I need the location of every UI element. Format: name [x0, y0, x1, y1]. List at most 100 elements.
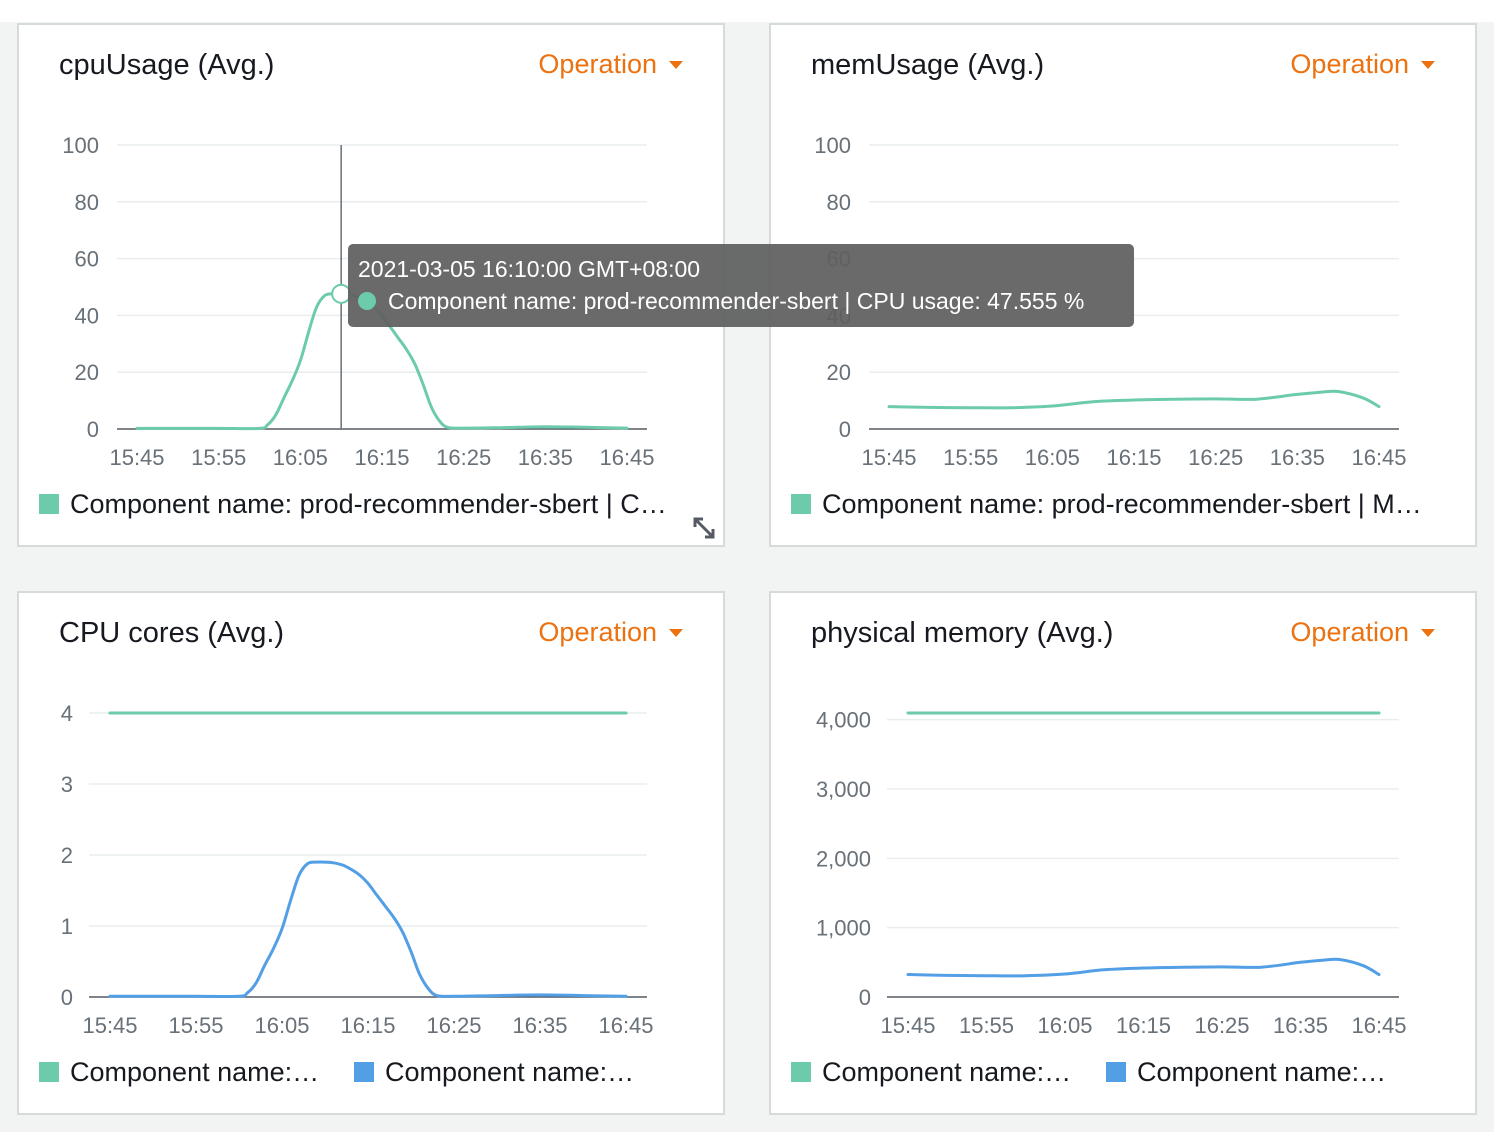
series-line-1	[887, 389, 1381, 410]
x-tick-label: 16:45	[1351, 1013, 1406, 1038]
y-tick-label: 0	[859, 985, 871, 1010]
legend: Component name: prod-recommender-sbert |…	[791, 1055, 1421, 1089]
x-tick-label: 16:25	[1188, 445, 1243, 470]
cpu-cores-chart[interactable]: 0 1 2 3 4 15:45 15:55 16:05 16:15 16:25 16:35 16:45	[19, 593, 723, 1113]
y-tick-label: 40	[75, 303, 99, 328]
cpu-cores-panel: CPU cores (Avg.) Operation 0 1 2 3 4 15:45 15:…	[17, 591, 725, 1115]
legend-label: Component name: prod-recommender-sbert |…	[822, 488, 1432, 519]
physical-memory-panel: physical memory (Avg.) Operation 0 1,000 2…	[769, 591, 1477, 1115]
resize-icon[interactable]	[691, 515, 717, 541]
x-tick-label: 16:05	[1025, 445, 1080, 470]
series-line-2	[906, 957, 1381, 978]
y-tick-label: 0	[87, 417, 99, 442]
operation-dropdown[interactable]: Operation	[538, 617, 683, 648]
legend-item[interactable]: Component name: prod-recommender-sbert |…	[1106, 1057, 1391, 1088]
caret-down-icon	[669, 60, 683, 69]
legend-label: Component name: prod-recommender-sbert |…	[822, 1056, 1076, 1087]
x-tick-label: 16:25	[1194, 1013, 1249, 1038]
y-tick-label: 1	[61, 914, 73, 939]
y-tick-label: 0	[61, 985, 73, 1010]
y-tick-label: 2	[61, 843, 73, 868]
y-tick-label: 4	[61, 701, 73, 726]
x-tick-label: 15:45	[861, 445, 916, 470]
legend-label: Component name: prod-recommender-sbert |…	[1137, 1056, 1391, 1087]
y-tick-label: 4,000	[816, 708, 871, 733]
legend-swatch	[791, 494, 811, 514]
x-tick-label: 16:35	[512, 1013, 567, 1038]
legend-item[interactable]: Component name: prod-recommender-sbert |…	[791, 1057, 1076, 1088]
legend-swatch	[39, 1062, 59, 1082]
tooltip-row: Component name: prod-recommender-sbert |…	[358, 288, 1124, 314]
legend-swatch	[354, 1062, 374, 1082]
y-tick-label: 1,000	[816, 916, 871, 941]
panel-title: memUsage (Avg.)	[811, 49, 1045, 81]
caret-down-icon	[669, 628, 683, 637]
legend-item[interactable]: Component name: prod-recommender-sbert |…	[791, 489, 1432, 520]
x-tick-label: 16:05	[1037, 1013, 1092, 1038]
tooltip-time: 2021-03-05 16:10:00 GMT+08:00	[358, 256, 701, 282]
x-tick-label: 15:55	[943, 445, 998, 470]
x-tick-label: 16:05	[254, 1013, 309, 1038]
x-tick-label: 16:45	[1351, 445, 1406, 470]
x-tick-label: 16:25	[436, 445, 491, 470]
operation-dropdown[interactable]: Operation	[538, 49, 683, 80]
operation-label: Operation	[538, 49, 657, 79]
x-tick-label: 15:55	[959, 1013, 1014, 1038]
x-tick-label: 16:35	[1273, 1013, 1328, 1038]
y-tick-label: 20	[75, 360, 99, 385]
x-tick-label: 15:45	[82, 1013, 137, 1038]
x-tick-label: 16:35	[1270, 445, 1325, 470]
x-tick-label: 16:15	[1116, 1013, 1171, 1038]
panel-title: cpuUsage (Avg.)	[59, 49, 275, 81]
legend: Component name: prod-recommender-sbert |…	[791, 487, 1462, 521]
legend-label: Component name: prod-recommender-sbert |…	[70, 488, 680, 519]
x-tick-label: 15:45	[880, 1013, 935, 1038]
caret-down-icon	[1421, 60, 1435, 69]
x-tick-label: 16:05	[273, 445, 328, 470]
panel-title: physical memory (Avg.)	[811, 617, 1114, 649]
operation-dropdown[interactable]: Operation	[1290, 49, 1435, 80]
legend-item[interactable]: Component name: prod-recommender-sbert |…	[39, 1057, 324, 1088]
legend-swatch	[1106, 1062, 1126, 1082]
caret-down-icon	[1421, 628, 1435, 637]
y-tick-label: 2,000	[816, 846, 871, 871]
legend: Component name: prod-recommender-sbert |…	[39, 487, 710, 521]
legend-swatch	[791, 1062, 811, 1082]
y-tick-label: 20	[827, 360, 851, 385]
legend: Component name: prod-recommender-sbert |…	[39, 1055, 669, 1089]
tooltip-series-dot	[358, 292, 376, 310]
x-tick-label: 15:55	[191, 445, 246, 470]
y-tick-label: 100	[814, 133, 851, 158]
tooltip-label: Component name: prod-recommender-sbert |…	[388, 288, 1085, 314]
legend-label: Component name: prod-recommender-sbert |…	[385, 1056, 639, 1087]
series-line-2	[108, 860, 628, 999]
x-tick-label: 16:45	[598, 1013, 653, 1038]
y-tick-label: 80	[827, 190, 851, 215]
x-tick-label: 16:45	[599, 445, 654, 470]
x-tick-label: 16:15	[1106, 445, 1161, 470]
x-tick-label: 16:15	[354, 445, 409, 470]
legend-swatch	[39, 494, 59, 514]
y-tick-label: 3,000	[816, 777, 871, 802]
operation-label: Operation	[538, 617, 657, 647]
operation-label: Operation	[1290, 617, 1409, 647]
y-tick-label: 60	[75, 247, 99, 272]
y-tick-label: 100	[62, 133, 99, 158]
legend-item[interactable]: Component name: prod-recommender-sbert |…	[39, 489, 680, 520]
legend-label: Component name: prod-recommender-sbert |…	[70, 1056, 324, 1087]
x-tick-label: 16:15	[340, 1013, 395, 1038]
x-tick-label: 16:35	[518, 445, 573, 470]
y-tick-label: 3	[61, 772, 73, 797]
y-tick-label: 80	[75, 190, 99, 215]
operation-label: Operation	[1290, 49, 1409, 79]
top-strip	[0, 0, 1494, 22]
legend-item[interactable]: Component name: prod-recommender-sbert |…	[354, 1057, 639, 1088]
operation-dropdown[interactable]: Operation	[1290, 617, 1435, 648]
panel-title: CPU cores (Avg.)	[59, 617, 285, 649]
x-tick-label: 16:25	[426, 1013, 481, 1038]
x-tick-label: 15:55	[168, 1013, 223, 1038]
chart-tooltip: 2021-03-05 16:10:00 GMT+08:00 Component …	[348, 244, 1134, 327]
physical-memory-chart[interactable]: 0 1,000 2,000 3,000 4,000 15:45 15:55 16:05 16:1…	[771, 593, 1475, 1113]
y-tick-label: 0	[839, 417, 851, 442]
